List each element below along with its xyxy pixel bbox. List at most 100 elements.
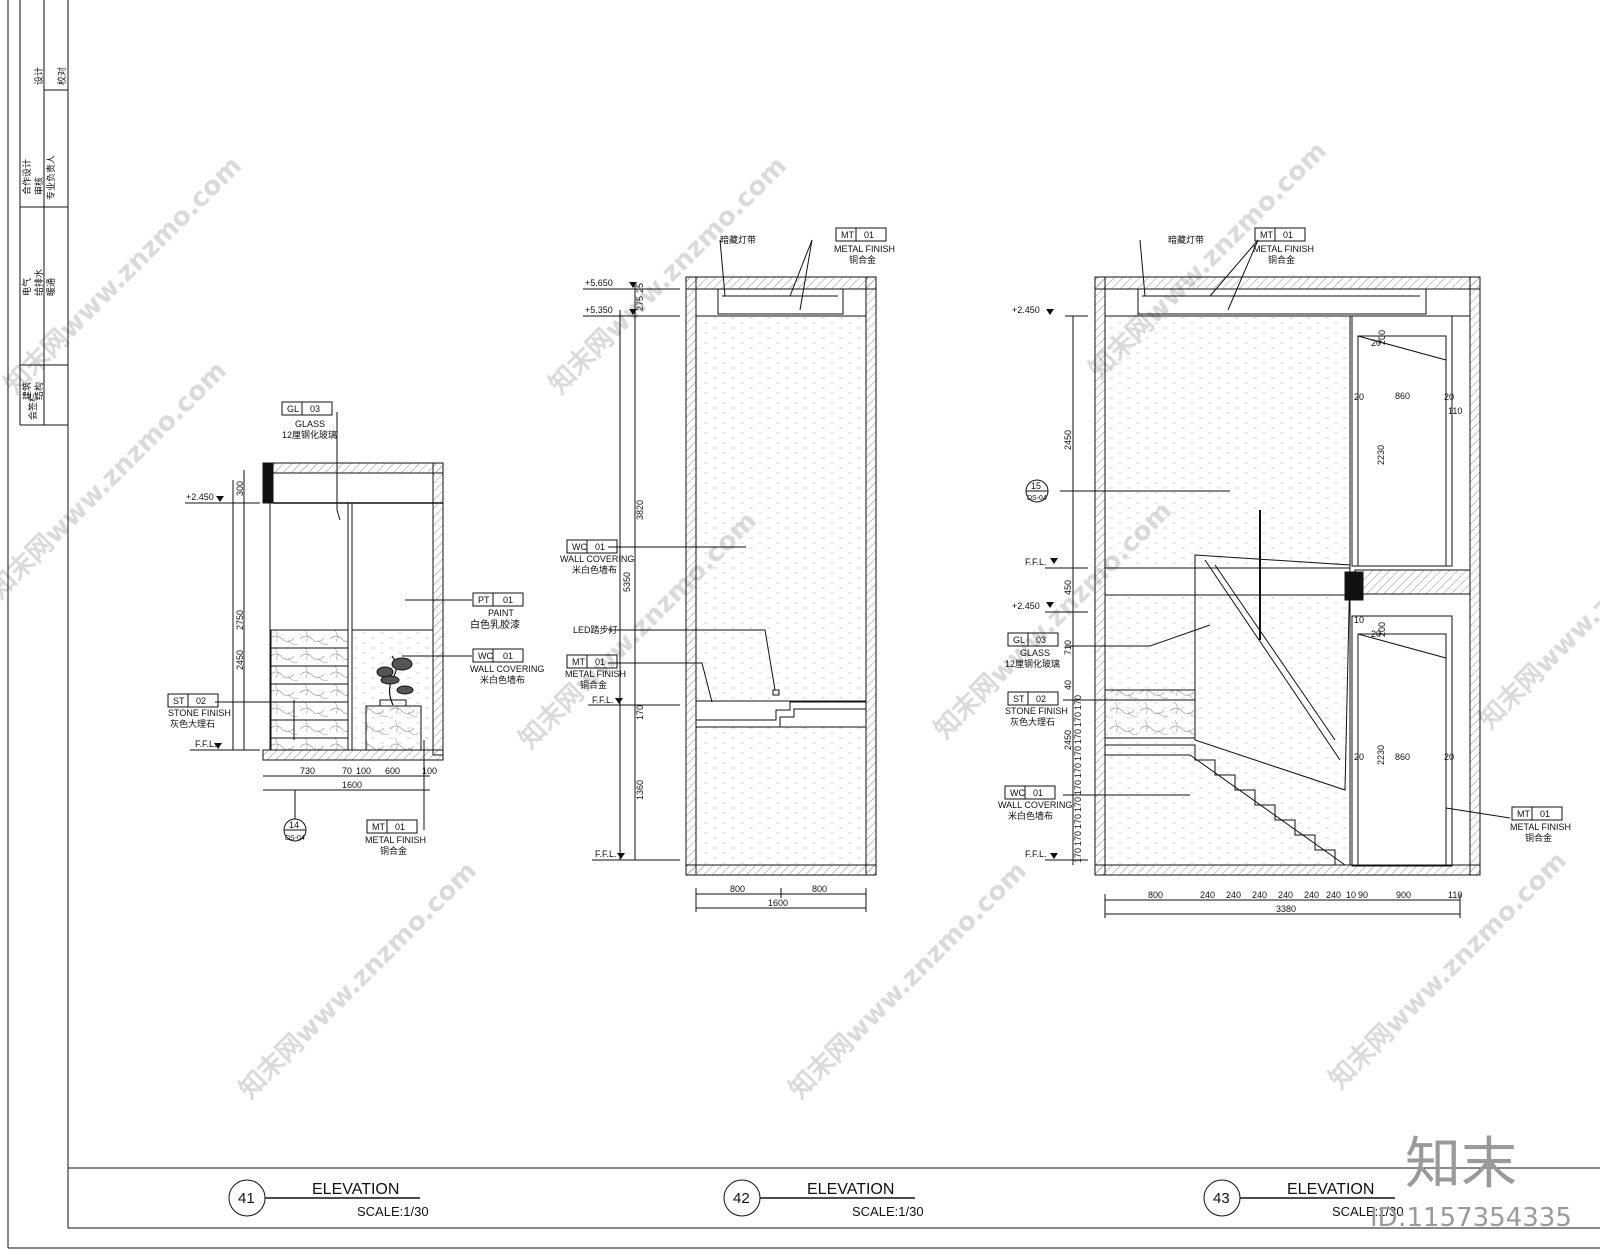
elevation-41 [185,412,472,842]
svg-text:铜合金: 铜合金 [380,845,407,856]
door-dim-110: 110 [1448,406,1462,416]
dim-h-240d: 240 [1278,890,1293,900]
svg-text:01: 01 [1540,809,1550,819]
watermark: 知末网www.znzmo.com [1474,486,1600,735]
svg-text:WALL COVERING: WALL COVERING [998,800,1072,810]
svg-text:铜合金: 铜合金 [580,679,607,690]
title-41-number: 41 [238,1190,255,1207]
svg-text:MT: MT [572,657,585,667]
title-43: 43 ELEVATION SCALE:1/30 [1203,1179,1404,1219]
svg-text:METAL FINISH: METAL FINISH [365,835,426,845]
svg-text:铜合金: 铜合金 [849,254,876,265]
dim-h-900: 900 [1396,890,1411,900]
dim-450: 450 [1063,580,1073,595]
svg-text:ST: ST [173,696,185,706]
svg-text:WC: WC [1010,788,1025,798]
svg-text:METAL FINISH: METAL FINISH [1253,244,1314,254]
dim-170a: 170 [1073,695,1083,710]
dim-v-2450: 2450 [235,650,245,670]
title-41-text: ELEVATION [312,1181,399,1198]
dim-h-730: 730 [300,766,315,776]
door-dim-2230a: 2230 [1376,445,1386,465]
svg-text:01: 01 [503,651,513,661]
door-dim-860b: 860 [1395,752,1410,762]
tag-metal-top: MT 01 METAL FINISH 铜合金 [1253,227,1314,265]
dim-total: 1600 [768,898,788,908]
door-dim-20a: 20 [1371,338,1381,348]
svg-text:02: 02 [1036,694,1046,704]
dim-h-100: 100 [356,766,371,776]
dim-5350: 5350 [622,572,632,592]
svg-text:01: 01 [503,595,513,605]
title-41: 41 ELEVATION SCALE:1/30 [228,1179,429,1219]
svg-text:铜合金: 铜合金 [1525,832,1552,843]
door-dim-860a: 860 [1395,391,1410,401]
dim-h-10: 10 [1346,890,1356,900]
dim-170b: 170 [1073,712,1083,727]
svg-text:03: 03 [1036,635,1046,645]
svg-text:米白色墙布: 米白色墙布 [480,674,525,685]
dim-2450-upper: 2450 [1063,430,1073,450]
tag-wall: WC 01 WALL COVERING 米白色墙布 [560,539,634,575]
svg-text:02: 02 [196,696,206,706]
svg-text:WC: WC [478,651,493,661]
dim-h-100b: 100 [422,766,437,776]
svg-text:01: 01 [1283,230,1293,240]
title-42-text: ELEVATION [807,1181,894,1198]
svg-text:01: 01 [595,542,605,552]
door-dim-20d: 20 [1371,629,1381,639]
dim-v-300: 300 [235,481,245,496]
tb-col2-0: 合作设计 [21,159,32,195]
watermark: 知末网www.znzmo.com [234,856,483,1105]
dim-25: 25 [635,283,645,293]
dim-170e: 170 [1073,763,1083,778]
svg-text:01: 01 [864,230,874,240]
tag-glass: GL 03 GLASS 12厘钢化玻璃 [281,401,337,440]
door-dim-2230b: 2230 [1376,745,1386,765]
e41-labels: +2.450 F.F.L. 300 2750 2450 730 70 100 6… [167,401,544,856]
svg-text:METAL FINISH: METAL FINISH [1510,822,1571,832]
svg-text:03: 03 [310,404,320,414]
dim-h-90: 90 [1358,890,1368,900]
svg-text:MT: MT [841,230,854,240]
svg-text:铜合金: 铜合金 [1268,254,1295,265]
dim-h-800: 800 [1148,890,1163,900]
image-id: ID:1157354335 [1370,1203,1572,1233]
svg-text:01: 01 [395,822,405,832]
svg-text:WC: WC [572,542,587,552]
svg-text:GLASS: GLASS [1020,648,1050,658]
tag-metal: MT 01 METAL FINISH 铜合金 [1510,806,1571,843]
sheet-frame [7,0,1600,1249]
door-dim-20c: 20 [1444,392,1454,402]
level-ffl: F.F.L. [195,739,217,749]
section-ref-sheet: DS-04 [1027,495,1047,502]
title-41-scale: SCALE:1/30 [357,1204,429,1219]
dim-170g: 170 [1073,797,1083,812]
svg-text:MT: MT [372,822,385,832]
dim-2450-lower: 2450 [1063,730,1073,750]
dim-h-240b: 240 [1226,890,1241,900]
svg-text:灰色大理石: 灰色大理石 [170,718,215,729]
light-strip-label: 暗藏灯带 [720,234,756,245]
dim-170: 170 [635,705,645,720]
svg-text:米白色墙布: 米白色墙布 [572,564,617,575]
title-42: 42 ELEVATION SCALE:1/30 [723,1179,924,1219]
tb-col1-5: 暖通 [45,278,56,296]
level-ffl-bot: F.F.L. [595,849,617,859]
dim-total: 1600 [342,780,362,790]
svg-text:白色乳胶漆: 白色乳胶漆 [470,618,520,631]
dim-170c: 170 [1073,729,1083,744]
dim-h-800a: 800 [730,884,745,894]
dim-h-600: 600 [385,766,400,776]
elevation-42 [583,239,877,912]
door-dim-20f: 20 [1444,752,1454,762]
svg-text:12厘钢化玻璃: 12厘钢化玻璃 [282,429,337,440]
title-block: 会签栏 建筑 结构 电气 给排水 暖通 合作设计 审核 专业负责人 设计 校对 [21,67,67,420]
level-ffl-mid: F.F.L. [592,695,614,705]
tag-stone: ST 02 STONE FINISH 灰色大理石 [167,693,231,729]
dim-h-240e: 240 [1304,890,1319,900]
svg-text:米白色墙布: 米白色墙布 [1008,810,1053,821]
level-ffl-bot: F.F.L. [1025,849,1047,859]
tb-col3-0: 设计 [33,67,44,85]
section-ref-num: 15 [1031,481,1041,491]
